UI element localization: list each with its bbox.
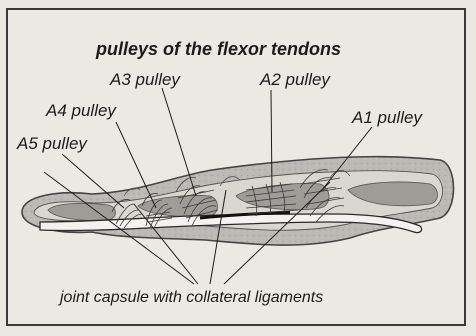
- label-a5-pulley: A5 pulley: [17, 135, 87, 152]
- label-a1-pulley: A1 pulley: [352, 109, 422, 126]
- figure-title: pulleys of the flexor tendons: [96, 40, 341, 58]
- label-a3-pulley: A3 pulley: [110, 71, 180, 88]
- label-a4-pulley: A4 pulley: [46, 102, 116, 119]
- label-a2-pulley: A2 pulley: [260, 71, 330, 88]
- caption-joint-capsule: joint capsule with collateral ligaments: [60, 290, 323, 306]
